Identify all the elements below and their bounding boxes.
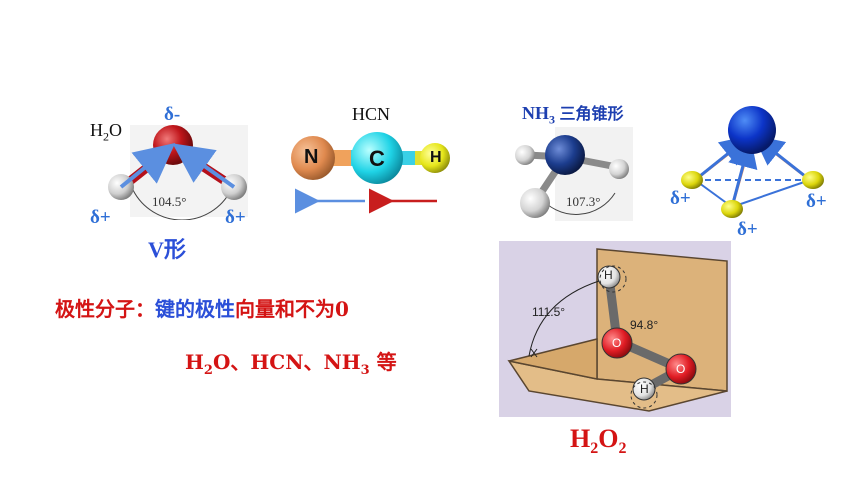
examples-text-2: O、HCN、NH	[212, 350, 361, 374]
nh3-title-main: NH	[522, 103, 549, 123]
definition-vector-sum: 向量和不为0	[235, 297, 349, 321]
pyramid-hydrogen-left	[681, 171, 703, 189]
h2o-formula-h: H	[90, 120, 103, 140]
h2o2-caption: H2O2	[570, 424, 626, 458]
h2o-angle-label: 104.5°	[152, 194, 187, 209]
pyramid-vector-front	[728, 137, 758, 208]
examples-sub-1: 2	[203, 363, 213, 378]
h2o2-dihedral-angle-label: 111.5°	[532, 305, 566, 319]
nh3-molecule-diagram	[515, 127, 633, 221]
h2o-angle-arc	[132, 189, 232, 220]
h2o2-caption-o: O	[598, 424, 619, 453]
h2o-molecule-diagram	[108, 125, 248, 220]
h2o2-caption-sub1: 2	[590, 440, 599, 458]
h2o2-atom-label-h2: H	[640, 382, 649, 396]
definition-term: 极性分子：	[55, 297, 155, 321]
h2o2-bond-angle-label: 94.8°	[630, 318, 659, 332]
nh3-hydrogen-front	[520, 188, 550, 218]
nh3-hydrogen-left	[515, 145, 535, 165]
nh3-title-shape: 三角锥形	[559, 104, 624, 123]
pyramid-hydrogen-front	[721, 200, 743, 218]
hcn-atom-label-n: N	[304, 146, 319, 168]
nh3-title: NH3 三角锥形	[522, 100, 624, 128]
h2o-shape-label: V形	[148, 237, 186, 262]
h2o-formula: H2O	[90, 120, 122, 145]
h2o-delta-plus-left: δ+	[90, 207, 111, 228]
h2o2-atom-label-h1: H	[604, 268, 613, 282]
hcn-atom-label-c: C	[369, 146, 385, 171]
examples-text-3: 等	[369, 350, 397, 374]
bond-dipole-arrow-right	[172, 143, 236, 189]
h2o2-hydrogen-top	[597, 265, 621, 289]
h2o2-atom-label-o2: O	[676, 362, 686, 376]
definition-bond-polarity: 键的极性	[155, 297, 235, 321]
oxygen-atom	[153, 125, 193, 165]
nh3-angle-label: 107.3°	[566, 194, 601, 209]
hcn-atom-label-h: H	[430, 149, 442, 166]
nh3-title-sub: 3	[549, 112, 555, 127]
h2o2-structure-figure	[499, 241, 731, 417]
pyramid-hydrogen-right	[802, 171, 824, 189]
h2o-delta-minus: δ-	[164, 104, 181, 125]
h2o2-oxygen-2	[665, 353, 697, 385]
nh3-pyramid-vector-diagram	[681, 106, 824, 218]
nh3-delta-right: δ+	[806, 191, 827, 212]
h2o2-atom-label-o1: O	[612, 336, 622, 350]
nitrogen-atom-nh3	[545, 135, 585, 175]
dihedral-angle-arc	[528, 280, 600, 357]
polar-molecule-definition: 极性分子：键的极性向量和不为0	[55, 293, 349, 322]
nh3-delta-left: δ+	[670, 188, 691, 209]
hcn-formula: HCN	[352, 104, 391, 124]
h2o-delta-plus-right: δ+	[225, 207, 246, 228]
bond-dipole-arrow-left	[119, 142, 176, 189]
pyramid-base-edge-right	[731, 179, 811, 208]
nh3-hydrogen-right	[609, 159, 629, 179]
nh3-delta-bottom: δ+	[737, 219, 758, 240]
h2o2-oxygen-1	[601, 327, 633, 359]
examples-sub-2: 3	[360, 363, 370, 378]
carbon-atom	[351, 132, 403, 184]
h2o-formula-o: O	[109, 120, 122, 140]
h2o2-oblique-plane	[508, 338, 598, 380]
hcn-molecule-diagram	[291, 132, 450, 214]
h2o-formula-sub: 2	[103, 129, 109, 144]
h2o2-caption-sub2: 2	[618, 440, 627, 458]
hcn-hydrogen-atom	[420, 143, 450, 173]
pyramid-nitrogen-atom	[728, 106, 776, 154]
h2o2-caption-h: H	[570, 424, 591, 453]
examples-text-1: H	[185, 350, 204, 374]
polar-molecule-examples: H2O、HCN、NH3 等	[185, 346, 397, 378]
nitrogen-atom	[291, 136, 335, 180]
